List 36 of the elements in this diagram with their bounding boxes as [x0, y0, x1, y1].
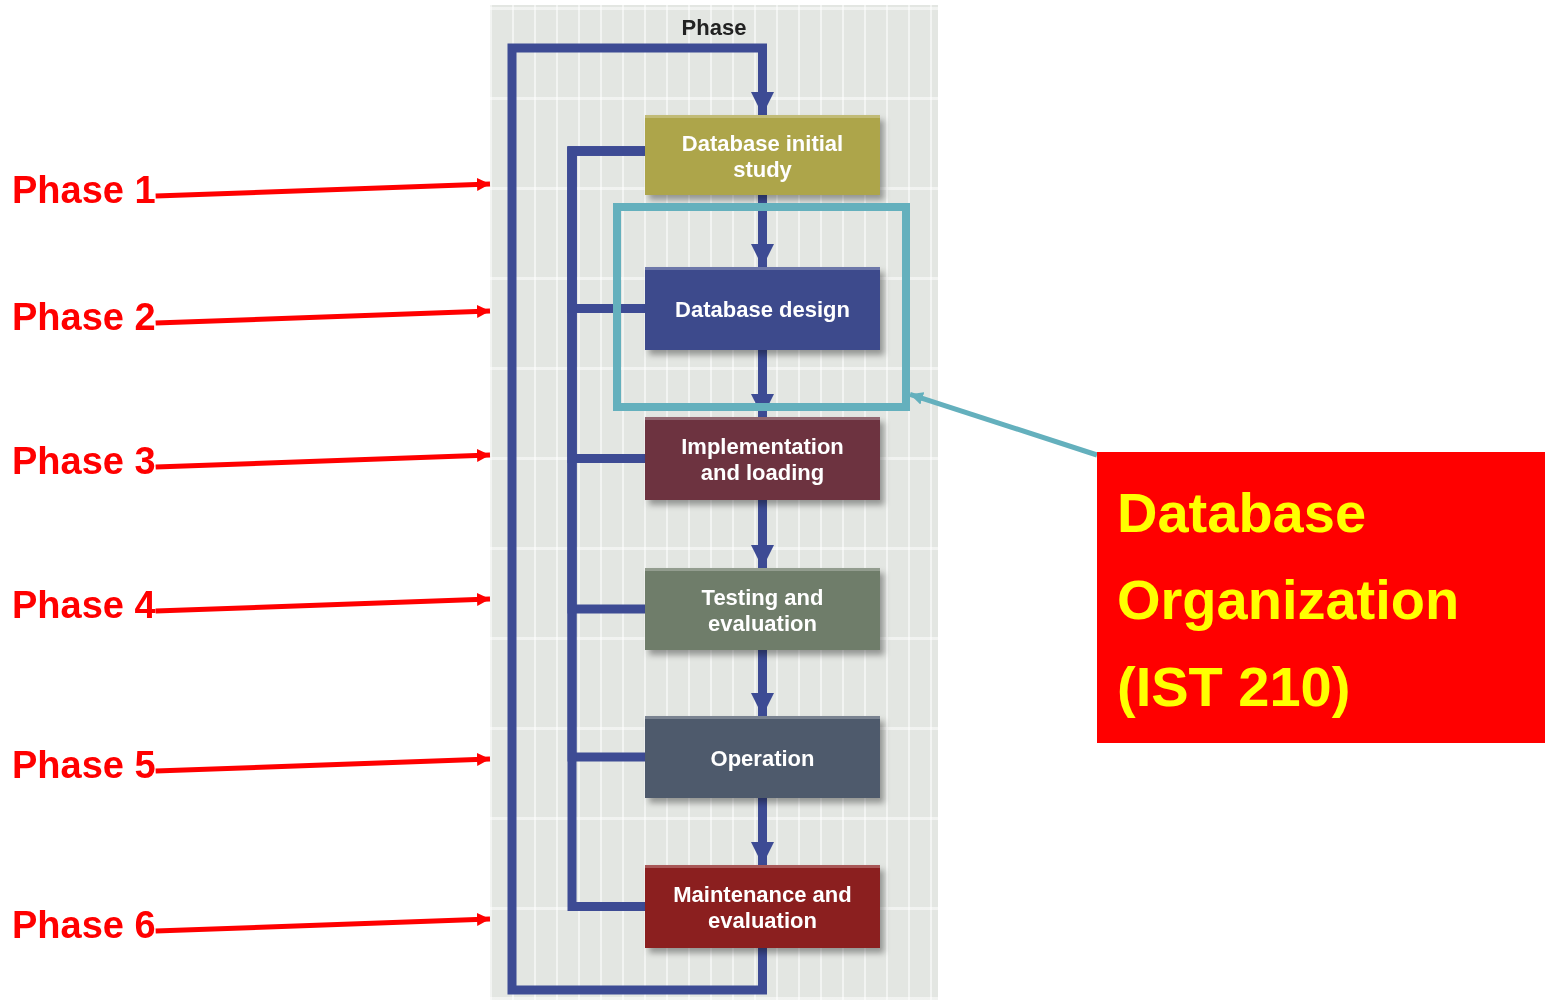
- step-label: Implementation and loading: [680, 434, 845, 486]
- arrow: [155, 912, 491, 934]
- title-box: [1097, 452, 1545, 743]
- phase-label: Phase 3: [12, 437, 156, 485]
- step-label: Testing and evaluation: [700, 584, 825, 637]
- step-label: Database initial study: [680, 130, 845, 183]
- title-text: Database Organization (IST 210): [1117, 481, 1460, 718]
- connector-line: [567, 146, 645, 911]
- arrow: [155, 752, 491, 774]
- arrow: [909, 392, 1098, 458]
- step-label: Operation: [710, 745, 815, 772]
- process-box: [645, 716, 880, 798]
- highlight-frame: [613, 203, 910, 411]
- phase-label: Phase 5: [12, 741, 156, 789]
- arrow: [155, 177, 491, 199]
- process-box: [645, 865, 880, 948]
- panel-title: Phase: [680, 15, 748, 41]
- phase-label: Phase 1: [12, 166, 156, 214]
- phase-label: Phase 4: [12, 581, 156, 629]
- arrow: [155, 448, 491, 470]
- phase-label: Phase 2: [12, 293, 156, 341]
- step-label: Database design: [675, 297, 850, 323]
- process-box: [645, 417, 880, 500]
- arrow: [155, 304, 491, 326]
- arrow: [750, 650, 775, 716]
- step-label: Maintenance and evaluation: [672, 882, 853, 934]
- process-box: [645, 568, 880, 650]
- arrow: [155, 592, 491, 614]
- process-box: [645, 267, 880, 350]
- arrow: [750, 500, 775, 568]
- phase-label: Phase 6: [12, 901, 156, 949]
- arrow: [750, 195, 775, 267]
- phase-panel: [490, 5, 938, 1000]
- arrow: [750, 798, 775, 865]
- process-box: [645, 115, 880, 195]
- arrow: [750, 350, 775, 417]
